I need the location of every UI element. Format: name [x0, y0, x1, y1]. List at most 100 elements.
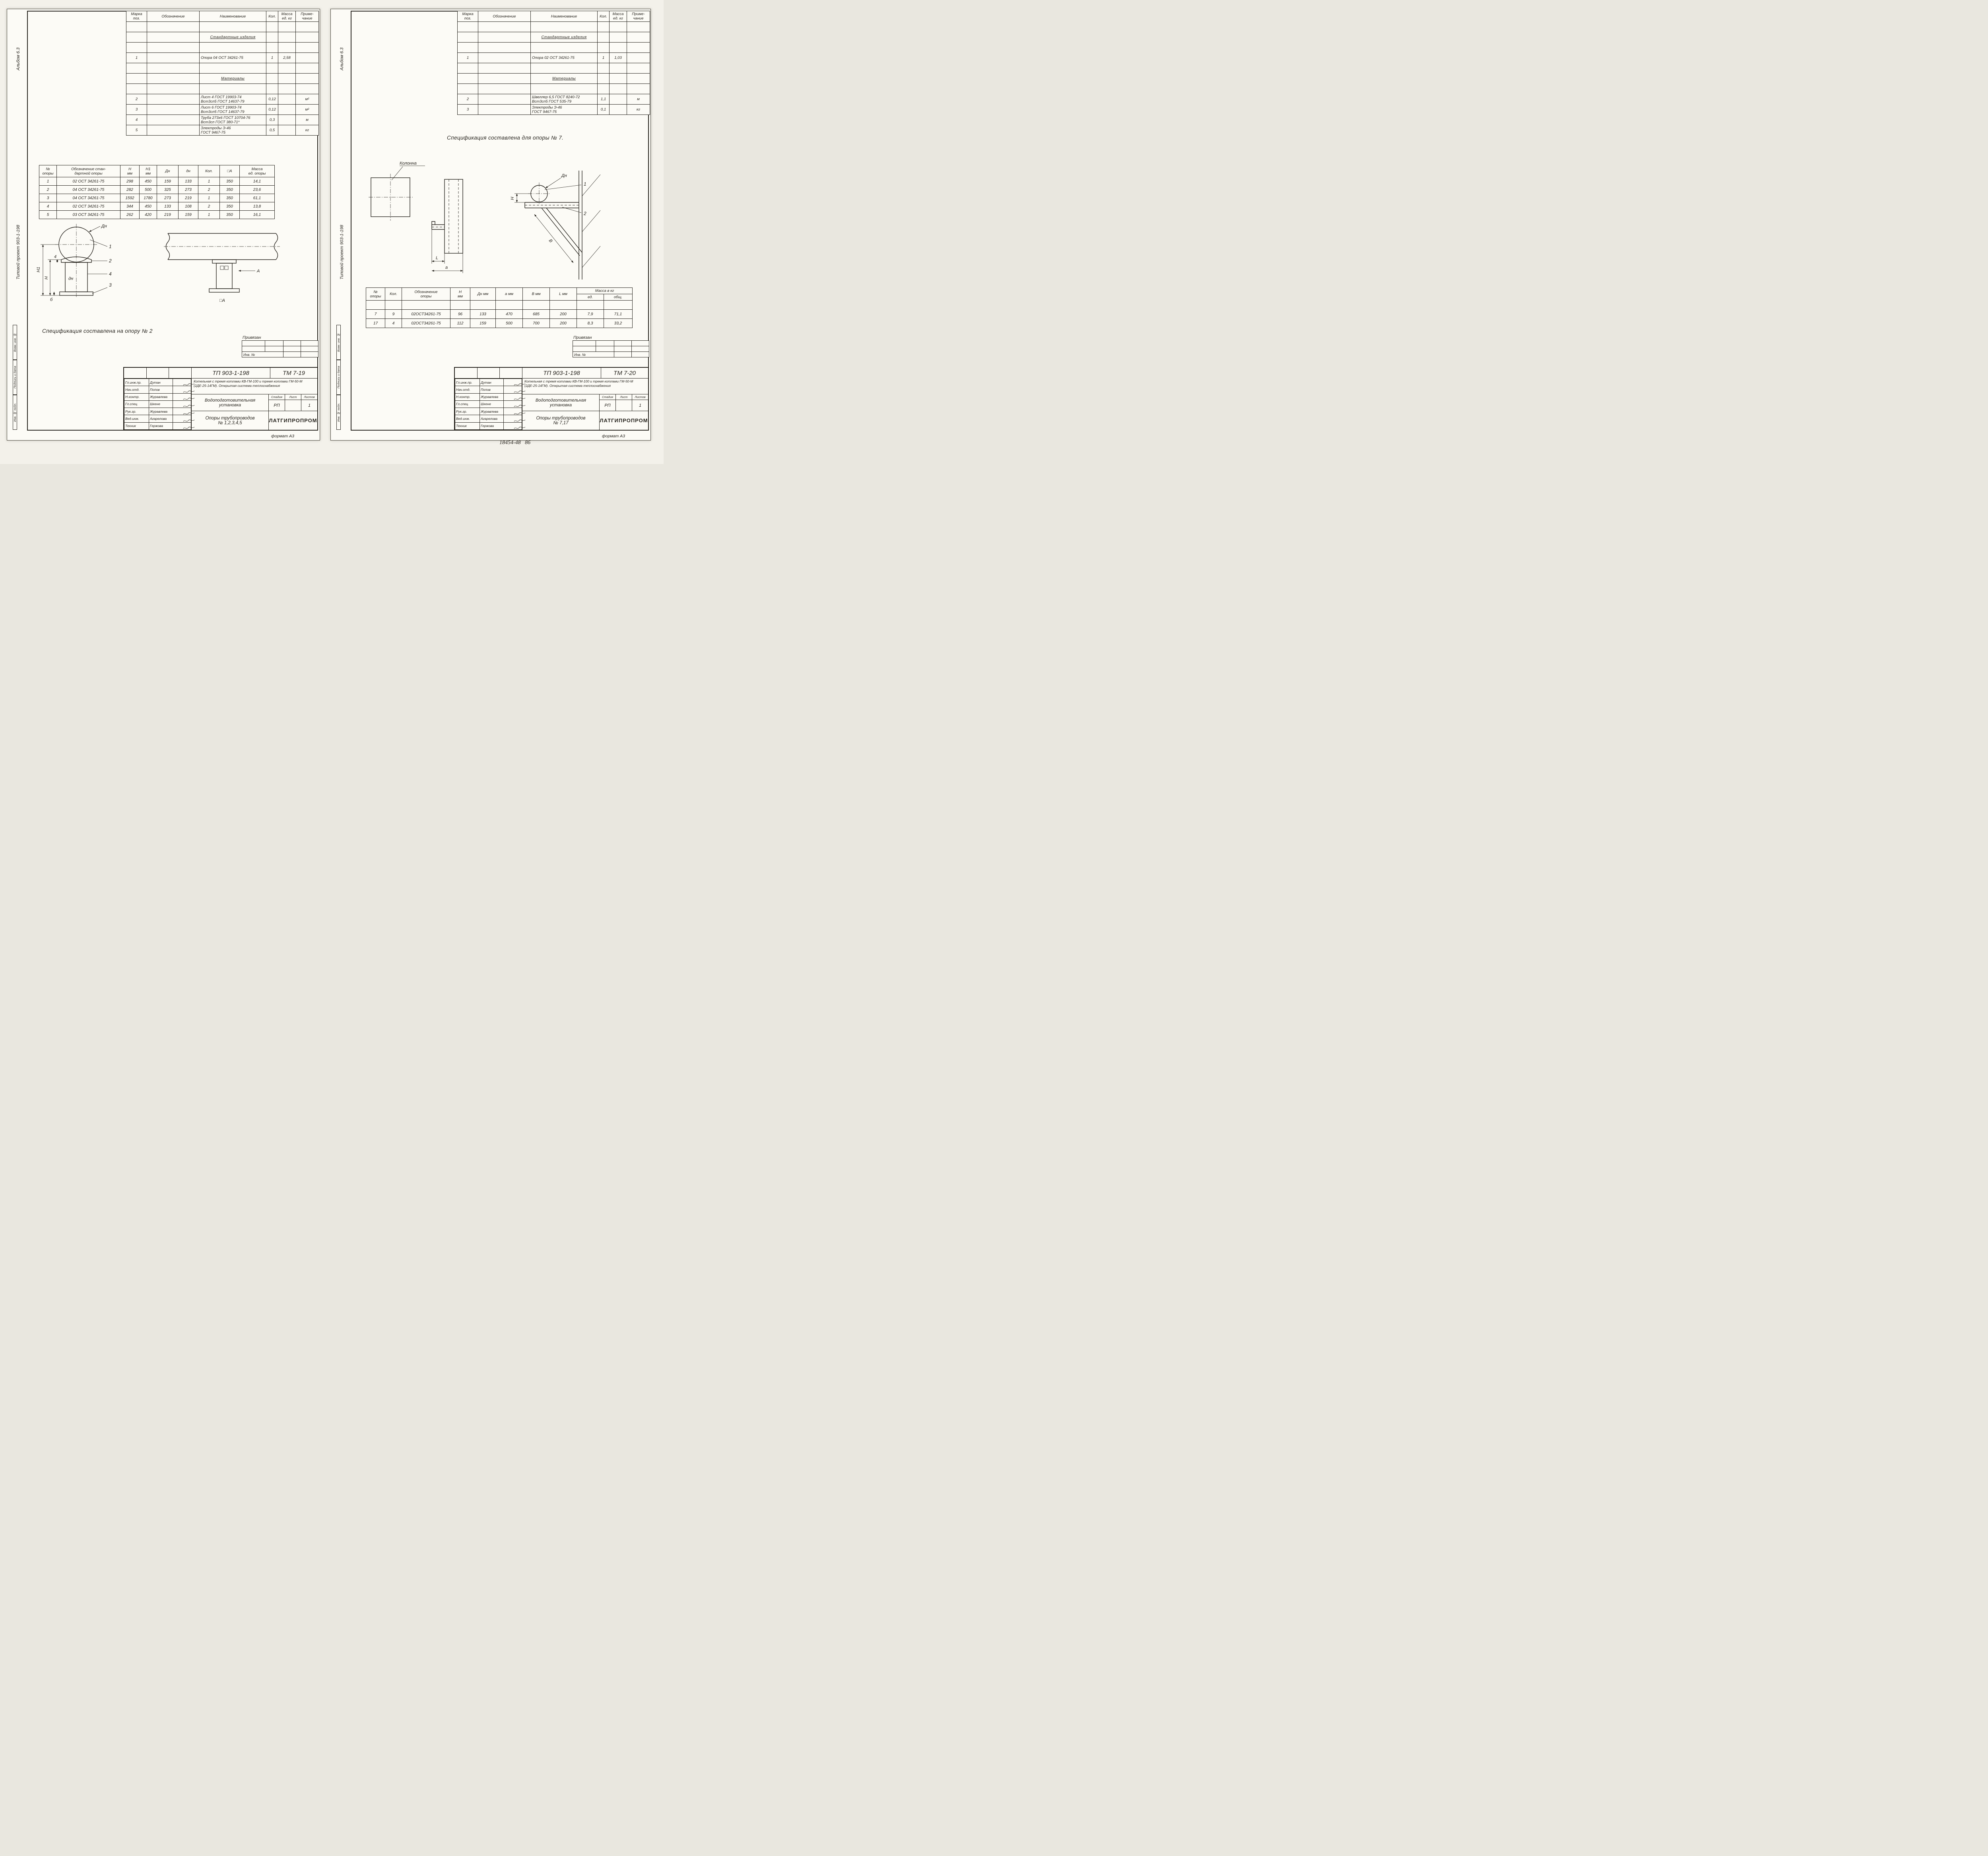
binding-cell — [283, 346, 301, 352]
dims-col-h: Н мм — [450, 287, 470, 301]
table-cell — [609, 94, 627, 105]
table-cell: 2 — [198, 185, 220, 194]
table-cell: Стандартные изделия — [199, 32, 266, 43]
sheet-code: ТМ 7-19 — [282, 369, 305, 377]
table-cell — [147, 125, 200, 136]
table-cell: 2 — [39, 185, 57, 194]
table-cell — [266, 32, 278, 43]
table-cell: 1 — [198, 210, 220, 219]
table-cell: Агарелова — [480, 415, 504, 423]
table-cell — [457, 21, 478, 32]
table-cell: Гл.инж.пр. — [455, 378, 480, 386]
dims-col-dn: Дн — [157, 165, 179, 177]
title-block-header: ТП 903-1-198 ТМ 7-19 — [124, 368, 317, 379]
grid-cell — [147, 368, 169, 378]
table-cell: Гержова — [480, 422, 504, 430]
spec-col-name: Наименование — [530, 11, 598, 22]
dim-plate-4: 4 — [54, 254, 56, 259]
table-cell: 04 ОСТ 34261-75 — [56, 194, 120, 202]
dims-col-qty: Кол. — [198, 165, 220, 177]
table-cell: 700 — [522, 318, 550, 328]
table-cell: 2 — [126, 94, 147, 105]
table-row: Гл.спец.Шкене — [455, 400, 525, 408]
unit-name: Водоподготовительная установка — [192, 394, 269, 411]
table-cell — [495, 300, 523, 310]
table-cell: Н.контр. — [124, 393, 149, 401]
label-dn-outer: Дн — [101, 224, 107, 229]
binding-cell — [283, 351, 301, 357]
spec-col-note: Приме- чание — [295, 11, 319, 22]
table-cell: 3 — [126, 104, 147, 115]
table-cell — [266, 21, 278, 32]
signature-mark — [183, 390, 194, 393]
table-cell: 96 — [450, 309, 470, 319]
stamp-vzam-inv: Взам. инв. № — [13, 325, 17, 360]
table-cell — [147, 32, 200, 43]
table-cell — [457, 73, 478, 84]
table-cell: 61,1 — [239, 194, 275, 202]
table-cell: 8,3 — [577, 318, 604, 328]
spec-col-qty: Кол. — [266, 11, 278, 22]
dims-col-sqa: □А — [219, 165, 240, 177]
table-cell — [597, 21, 610, 32]
table-cell: Стандартные изделия — [530, 32, 598, 43]
table-cell — [126, 21, 147, 32]
table-cell: Гл.спец. — [124, 400, 149, 408]
table-cell: 71,1 — [604, 309, 633, 319]
title-block-header-grid — [124, 368, 192, 378]
table-cell: 17 — [366, 318, 385, 328]
table-cell — [597, 63, 610, 74]
title-block-bottom: Опоры трубопроводов № 1,2,3,4,5 ЛАТГИПРО… — [192, 411, 317, 430]
support-dimensions-table-left: № опоры Обозначение стан- дартной опоры … — [39, 165, 275, 219]
table-cell — [173, 422, 194, 430]
table-cell: Вед.инж. — [455, 415, 480, 423]
table-row — [457, 63, 650, 74]
callout-4: 4 — [109, 271, 112, 277]
table-cell: 200 — [549, 318, 577, 328]
table-cell: 159 — [157, 177, 179, 186]
table-cell — [627, 42, 650, 53]
table-cell: 0,3 — [266, 115, 278, 125]
organization-name: ЛАТГИПРОПРОМ — [600, 417, 648, 423]
table-cell: 1 — [126, 52, 147, 63]
table-cell — [278, 21, 296, 32]
binding-cell — [242, 346, 265, 352]
grid-cell — [169, 368, 191, 378]
table-cell: Техник — [124, 422, 149, 430]
table-cell: Материалы — [530, 73, 598, 84]
table-cell: 0,12 — [266, 104, 278, 115]
table-cell: 1 — [457, 52, 478, 63]
table-cell: 500 — [139, 185, 157, 194]
dims-header-row: № опоры Обозначение стан- дартной опоры … — [39, 165, 275, 177]
table-cell: 298 — [120, 177, 140, 186]
table-cell: м² — [295, 104, 319, 115]
table-cell: 04 ОСТ 34261-75 — [56, 185, 120, 194]
table-cell: 450 — [139, 202, 157, 211]
stage-grid-values: РП 1 — [269, 400, 317, 411]
stamp-vzam-inv: Взам. инв. № — [336, 325, 341, 360]
table-cell — [278, 115, 296, 125]
table-row: Материалы — [457, 73, 650, 84]
table-cell: Рук.гр. — [124, 408, 149, 415]
binding-cell — [614, 346, 632, 352]
callout-1: 1 — [584, 181, 586, 187]
dim-h: Н — [510, 197, 515, 200]
binding-cell — [596, 346, 614, 352]
binding-grid: Инв. № — [573, 340, 649, 357]
dims-col-h1: Н1 мм — [139, 165, 157, 177]
stamp-podpis-data: Подпись и дата — [336, 360, 341, 395]
stage-value: РП — [269, 400, 285, 411]
spec-col-designation: Обозначение — [147, 11, 200, 22]
table-cell — [478, 21, 531, 32]
binding-row: Инв. № — [242, 351, 318, 357]
table-cell — [457, 42, 478, 53]
table-cell: 7 — [366, 309, 385, 319]
table-cell: Шкене — [480, 400, 504, 408]
table-cell: Дутан — [480, 378, 504, 386]
table-cell — [126, 83, 147, 94]
table-cell: 1 — [39, 177, 57, 186]
